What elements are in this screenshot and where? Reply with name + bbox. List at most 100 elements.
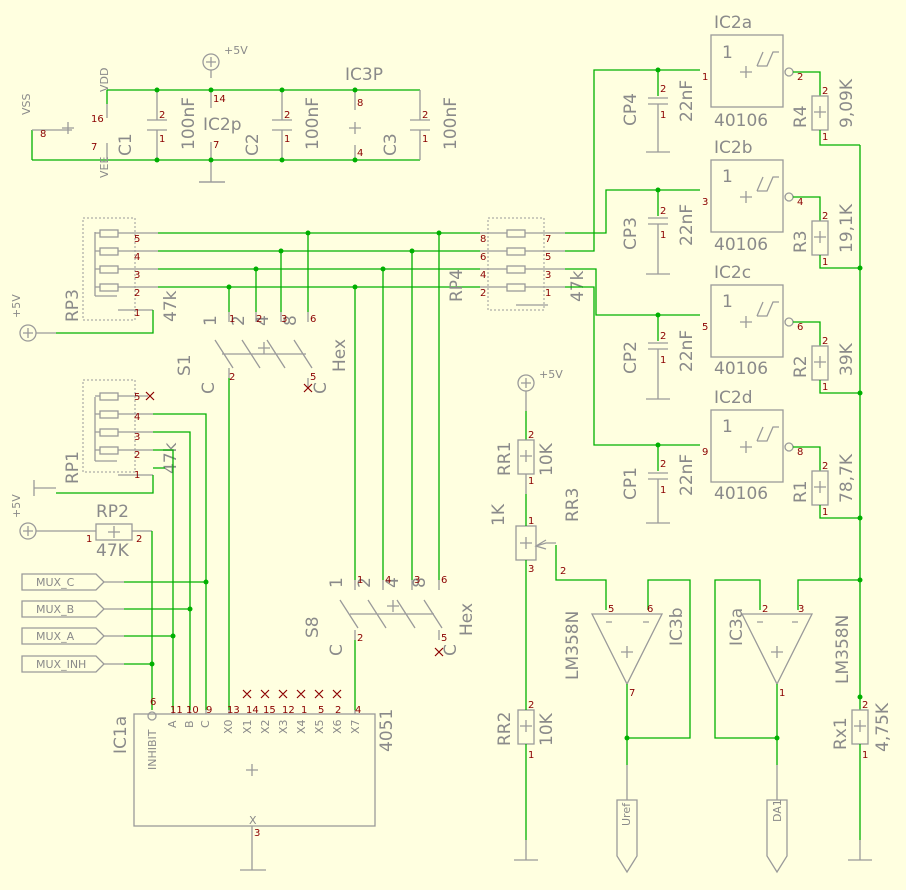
feedback-resistors: 21 21 21 21 R4 9,09K R3 19,1K R2 39K R1 … <box>791 78 863 710</box>
svg-text:X3: X3 <box>277 719 290 734</box>
svg-text:1: 1 <box>660 485 666 496</box>
svg-text:MUX_B: MUX_B <box>36 603 74 616</box>
svg-text:1: 1 <box>822 132 828 143</box>
svg-text:2: 2 <box>136 534 142 545</box>
svg-text:2: 2 <box>822 86 828 97</box>
svg-text:6: 6 <box>647 604 653 615</box>
svg-text:2: 2 <box>660 331 666 342</box>
svg-text:8: 8 <box>410 577 430 588</box>
svg-text:8: 8 <box>480 234 486 245</box>
svg-text:IC2c: IC2c <box>714 263 751 283</box>
svg-text:4: 4 <box>480 270 486 281</box>
s8-switch: 1 2 4 8 1 4 3 6 2 5 S8 C C Hex <box>303 233 477 710</box>
c3-name: C3 <box>381 133 401 156</box>
svg-text:3: 3 <box>414 575 420 586</box>
ic3p-pin16: 16 <box>91 114 104 125</box>
rp3-network: 5 4 3 2 1 RP3 47k +5V <box>10 217 181 342</box>
c2-value: 100nF <box>303 97 323 150</box>
svg-text:14: 14 <box>246 705 259 716</box>
c2-name: C2 <box>243 133 263 156</box>
svg-text:4: 4 <box>383 577 403 588</box>
svg-text:1: 1 <box>822 507 828 518</box>
svg-text:2: 2 <box>357 633 363 644</box>
svg-text:4: 4 <box>797 197 803 208</box>
svg-text:R2: R2 <box>791 355 811 378</box>
svg-text:12: 12 <box>282 705 295 716</box>
s8-type: Hex <box>457 603 477 636</box>
svg-text:40106: 40106 <box>714 235 768 255</box>
rp1-name: RP1 <box>63 451 83 484</box>
svg-text:1: 1 <box>528 476 534 487</box>
svg-text:IC2b: IC2b <box>714 138 753 158</box>
svg-text:C: C <box>311 382 331 394</box>
svg-text:INHIBIT: INHIBIT <box>146 729 159 770</box>
svg-text:1: 1 <box>722 43 733 63</box>
svg-text:4: 4 <box>357 148 363 159</box>
svg-text:3: 3 <box>528 564 534 575</box>
svg-text:6: 6 <box>441 575 447 586</box>
svg-text:C: C <box>327 644 347 656</box>
svg-text:2: 2 <box>528 430 534 441</box>
svg-text:7: 7 <box>629 688 635 699</box>
svg-text:40106: 40106 <box>714 359 768 379</box>
svg-text:RR1: RR1 <box>495 442 515 476</box>
svg-text:22nF: 22nF <box>677 80 697 122</box>
svg-text:1: 1 <box>545 288 551 299</box>
svg-text:CP1: CP1 <box>621 467 641 500</box>
svg-text:2: 2 <box>422 110 428 121</box>
svg-text:X4: X4 <box>295 719 308 734</box>
svg-text:2: 2 <box>797 72 803 83</box>
svg-text:1: 1 <box>159 134 165 145</box>
s1-name: S1 <box>175 354 195 376</box>
rp2-name: RP2 <box>96 502 129 522</box>
ic1a-name: IC1a <box>111 716 131 754</box>
svg-text:3: 3 <box>134 270 140 281</box>
svg-text:22nF: 22nF <box>677 454 697 496</box>
svg-text:5: 5 <box>702 322 708 333</box>
svg-text:CP2: CP2 <box>621 341 641 374</box>
svg-text:2: 2 <box>229 372 235 383</box>
svg-text:2: 2 <box>134 288 140 299</box>
svg-text:10K: 10K <box>537 712 557 746</box>
ic1a-part: 4051 <box>377 709 397 752</box>
rx1-resistor: 2 1 Rx1 4,75K <box>831 694 893 861</box>
svg-text:15: 15 <box>263 705 276 716</box>
svg-text:3: 3 <box>254 828 260 839</box>
svg-text:CP4: CP4 <box>621 93 641 126</box>
svg-text:3: 3 <box>545 270 551 281</box>
svg-text:9: 9 <box>206 705 212 716</box>
svg-text:X5: X5 <box>313 719 326 734</box>
supply-section: +5V VSS VDD VEE 8 16 7 2 1 C1 100nF 14 7… <box>20 44 461 183</box>
svg-text:39K: 39K <box>837 342 857 376</box>
mux-ports: MUX_C MUX_B MUX_A MUX_INH <box>21 573 209 673</box>
opamp-ic3b: 5 6 7 LM358N IC3b Uref <box>563 579 691 874</box>
svg-text:B: B <box>183 720 196 728</box>
svg-text:C: C <box>199 720 212 728</box>
svg-text:LM358N: LM358N <box>833 615 853 684</box>
ic3p-vee-label: VEE <box>98 157 111 178</box>
c3-value: 100nF <box>441 97 461 150</box>
svg-text:+5V: +5V <box>10 294 23 318</box>
svg-text:1: 1 <box>660 230 666 241</box>
svg-text:DA1: DA1 <box>771 799 784 822</box>
s1-type: Hex <box>330 339 350 372</box>
ic3p-vdd-label: VDD <box>98 68 111 92</box>
svg-text:7: 7 <box>213 140 219 151</box>
svg-text:3: 3 <box>798 604 804 615</box>
svg-text:22nF: 22nF <box>677 330 697 372</box>
svg-text:2: 2 <box>660 206 666 217</box>
svg-text:1: 1 <box>422 134 428 145</box>
svg-text:1: 1 <box>822 382 828 393</box>
svg-text:C: C <box>441 644 461 656</box>
rp3-value: 47k <box>161 290 181 322</box>
rp4-name: RP4 <box>447 269 467 302</box>
svg-text:X0: X0 <box>222 719 235 734</box>
svg-text:9,09K: 9,09K <box>837 78 857 128</box>
svg-text:6: 6 <box>797 322 803 333</box>
svg-text:2: 2 <box>134 450 140 461</box>
svg-text:2: 2 <box>480 288 486 299</box>
s8-name: S8 <box>303 616 323 638</box>
svg-text:2: 2 <box>660 459 666 470</box>
svg-text:4: 4 <box>134 412 140 423</box>
